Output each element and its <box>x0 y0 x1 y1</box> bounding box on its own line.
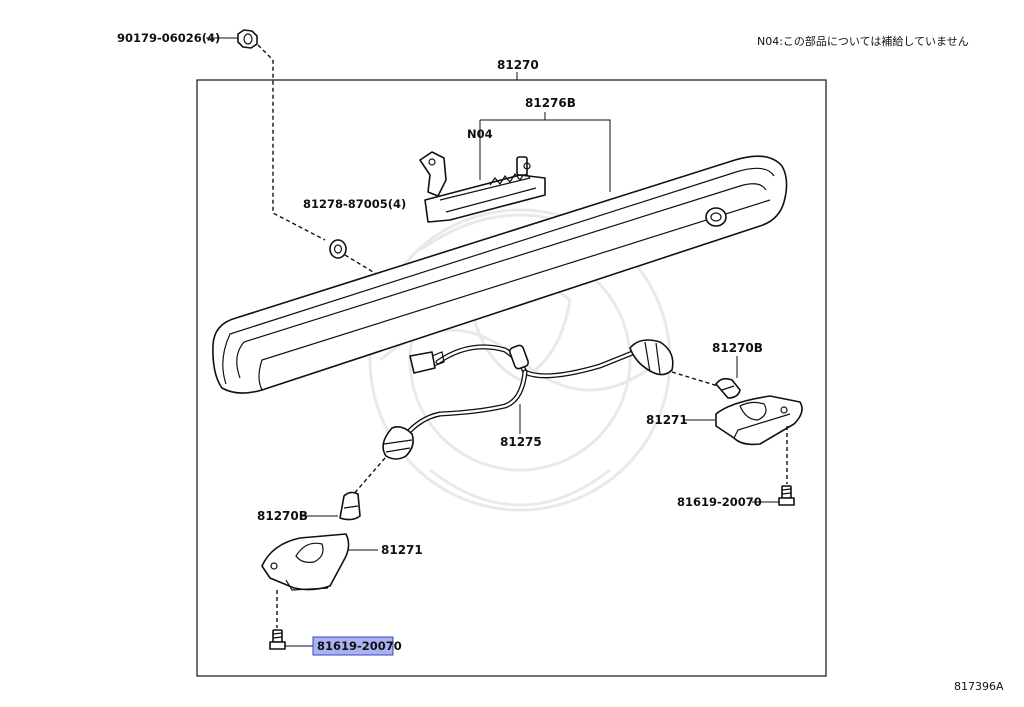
bulb-left-label: 81270B <box>257 509 308 523</box>
wire-label: 81275 <box>500 435 542 449</box>
n04-label: N04 <box>467 127 493 141</box>
lamp-left-part <box>261 533 350 591</box>
washer-part <box>329 239 347 259</box>
bulb-left-part <box>339 491 361 521</box>
handle-bracket <box>479 112 611 192</box>
bulb-left-guide <box>351 457 386 497</box>
nut-guide-line <box>257 44 326 241</box>
screw-right-label: 81619-20070 <box>677 495 762 509</box>
bulb-right-guide <box>671 371 719 387</box>
bulb-right-label: 81270B <box>712 341 763 355</box>
assembly-label: 81270 <box>497 58 539 72</box>
lamp-right-part <box>715 395 803 446</box>
nut-label: 90179-06026(4) <box>117 31 220 45</box>
washer-guide-line <box>344 254 379 276</box>
figure-code: 817396A <box>954 680 1004 693</box>
screw-right-part <box>778 485 795 506</box>
supply-note: N04:この部品については補給していません <box>757 34 969 48</box>
bulb-right-part <box>715 377 741 399</box>
screw-left-highlight[interactable] <box>312 636 394 656</box>
screw-left-label[interactable]: 81619-20070 <box>317 639 402 653</box>
garnish-bar-part <box>212 155 788 394</box>
assembly-frame <box>196 79 827 677</box>
nut-part <box>237 29 258 49</box>
lamp-right-label: 81271 <box>646 413 688 427</box>
screw-left-part <box>269 629 286 650</box>
lamp-left-label: 81271 <box>381 543 423 557</box>
handle-mechanism-part <box>419 151 546 223</box>
wire-harness-part <box>382 339 674 460</box>
washer-label: 81278-87005(4) <box>303 197 406 211</box>
handle-label: 81276B <box>525 96 576 110</box>
